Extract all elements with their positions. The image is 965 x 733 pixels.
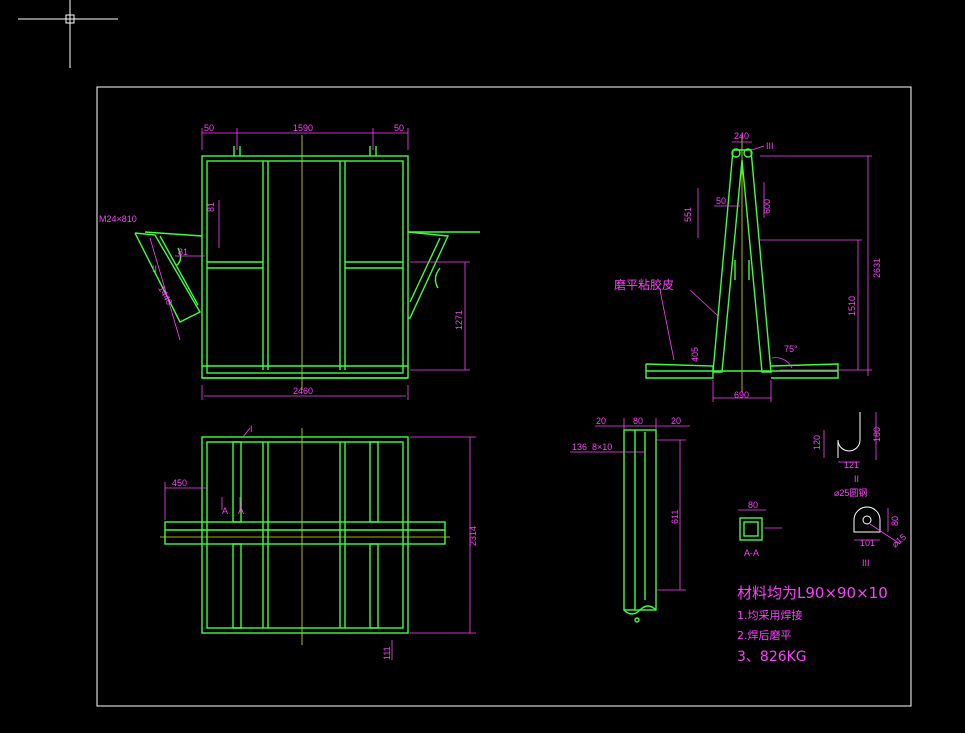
dim-side-50: 50 (716, 196, 726, 206)
dim-hook-180: 180 (872, 427, 882, 442)
dim-front-top-right: 50 (394, 123, 404, 133)
plan-view (160, 427, 476, 660)
hook-detail-II (823, 412, 877, 463)
dim-side-angle: 75° (784, 344, 798, 354)
crosshair-cursor (18, 0, 118, 68)
label-front-mark-II: II (152, 264, 157, 274)
dim-side-600: 600 (762, 199, 772, 214)
note-2: 2.焊后磨平 (737, 628, 792, 642)
dim-side-base: 690 (734, 390, 749, 400)
drawing-border (96, 86, 912, 707)
side-view (645, 135, 872, 402)
note-material: 材料均为L90×90×10 (737, 584, 888, 602)
dim-detail-611: 611 (670, 510, 680, 524)
dim-front-top-mid: 1590 (293, 123, 313, 133)
dim-detail-80: 80 (633, 416, 643, 426)
dim-front-leg: 1440 (156, 284, 174, 306)
label-hook-material: ⌀25圆钢 (834, 487, 867, 498)
section-AA (738, 509, 782, 541)
dim-front-h81: 81 (178, 247, 188, 257)
dim-iii-80: 80 (890, 516, 900, 526)
dim-hook-121: 121 (844, 460, 859, 470)
dim-front-1271: 1271 (454, 310, 464, 330)
dim-hook-120: 120 (812, 435, 822, 450)
note-1: 1.均采用焊接 (737, 608, 803, 622)
dim-detail-20b: 20 (671, 416, 681, 426)
dim-side-405: 405 (690, 347, 700, 362)
label-hook-mark: II (854, 474, 859, 484)
label-plan-section-a1: A (222, 506, 228, 516)
dim-aa-80: 80 (748, 500, 758, 510)
label-plan-mark-I: I (250, 424, 253, 434)
dim-front-width: 2460 (293, 386, 313, 396)
dim-side-551: 551 (683, 207, 693, 222)
dim-plan-450: 450 (172, 478, 187, 488)
dim-detail-20a: 20 (596, 416, 606, 426)
label-aa: A-A (744, 548, 759, 558)
label-side-mark-III: III (766, 141, 774, 151)
label-iii-mark: III (862, 558, 870, 568)
dim-side-top: 240 (734, 131, 749, 141)
note-weight: 3、826KG (737, 649, 807, 665)
dim-detail-136: 136 (572, 442, 587, 452)
dim-front-v81: 81 (206, 202, 216, 212)
label-side-rubber: 磨平粘胶皮 (614, 277, 674, 292)
dim-front-bolt: M24×810 (99, 214, 137, 224)
post-detail-view (570, 418, 690, 623)
dim-plan-111: 111 (382, 646, 392, 660)
dim-side-2631: 2631 (872, 258, 882, 278)
dim-front-top-left: 50 (204, 123, 214, 133)
dim-iii-101: 101 (860, 538, 875, 548)
dim-side-1510: 1510 (847, 296, 857, 316)
dim-detail-spacing: 8×10 (592, 442, 612, 452)
detail-III (853, 506, 901, 545)
label-plan-section-a2: A (238, 506, 244, 516)
dim-iii-r: ⌀15 (890, 532, 908, 550)
dim-plan-2314: 2314 (468, 526, 478, 546)
front-view (134, 128, 480, 400)
